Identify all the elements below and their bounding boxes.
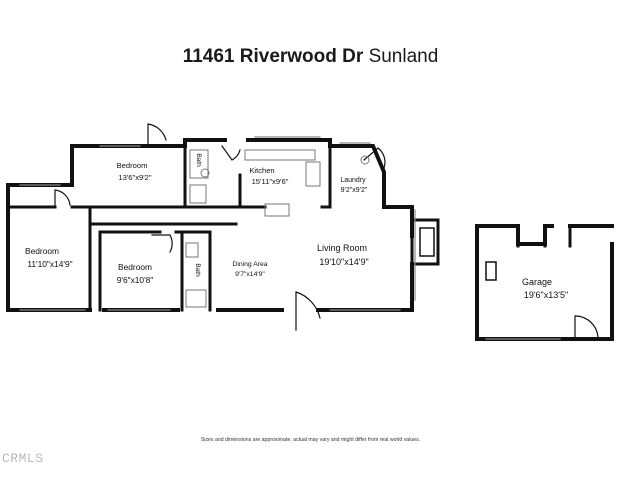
bath2-sink [185,242,199,258]
watermark: CRMLS [2,451,44,466]
bath2-tub [185,289,207,308]
room-dims-garage: 19'6"x13'5" [524,290,568,300]
room-dims-bedroom-1: 13'6"x9'2" [118,173,152,182]
bath1-toilet [200,168,210,178]
bath-door-swing [221,145,241,161]
room-name-bath-2: Bath [194,263,201,277]
plan-area: Sunland [368,46,439,67]
garage-door-swing [574,315,599,340]
bath1-tub [189,149,209,179]
bedroom3-door-swing [151,234,173,253]
kitchen-island [264,203,290,217]
garage-fixture [485,261,497,281]
garage-posts [516,224,572,248]
windows [19,136,561,340]
interior-walls [6,144,332,312]
room-name-dining: Dining Area [232,261,267,268]
bedroom1-door-swing [147,123,167,147]
room-dims-laundry: 9'2"x9'2" [341,187,368,194]
room-dims-bedroom-3: 9'6"x10'8" [117,275,154,285]
room-name-laundry: Laundry [340,177,366,184]
laundry-washer [360,155,370,165]
fireplace-inner [419,227,435,257]
room-name-garage: Garage [522,277,552,287]
room-name-bedroom-2: Bedroom [25,246,59,256]
room-name-living: Living Room [317,243,367,253]
room-dims-bedroom-2: 11'10"x14'9" [27,259,72,269]
room-name-bedroom-3: Bedroom [118,262,152,272]
kitchen-counter [244,149,316,161]
front-door-swing [295,291,321,331]
room-name-bedroom-1: Bedroom [117,161,148,170]
room-dims-dining: 9'7"x14'9" [235,271,265,278]
fireplace [410,218,440,266]
plan-title: 11461 Riverwood Dr Sunland [0,46,621,68]
disclaimer-text: Sizes and dimensions are approximate, ac… [200,437,421,443]
plan-address: 11461 Riverwood Dr [182,46,369,67]
room-dims-living: 19'10"x14'9" [319,257,368,267]
laundry-door-swing [363,147,386,169]
bath1-shower [189,184,207,204]
room-name-bath-1: Bath [195,153,202,167]
bedroom2-door-swing [54,189,71,208]
room-name-kitchen: Kitchen [249,166,274,175]
room-dims-kitchen: 15'11"x9'6" [252,177,289,186]
kitchen-range [305,161,321,187]
